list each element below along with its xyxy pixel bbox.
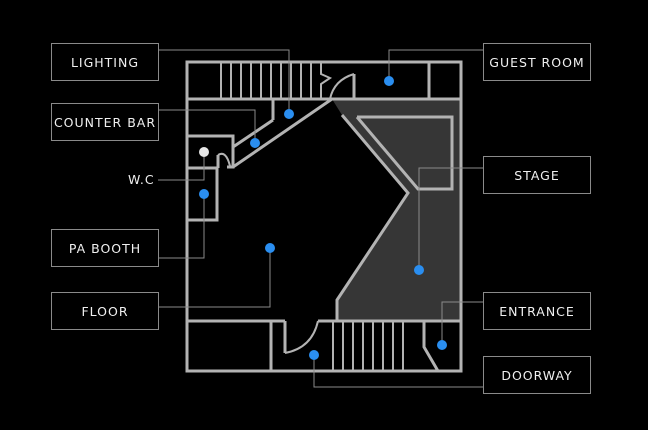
stairs-top bbox=[220, 62, 312, 99]
leader-lines bbox=[158, 49, 484, 388]
label-counter-bar[interactable]: COUNTER BAR bbox=[51, 103, 159, 141]
marker-entrance[interactable] bbox=[437, 340, 447, 350]
walls bbox=[185, 60, 463, 373]
marker-guest-room[interactable] bbox=[384, 76, 394, 86]
label-wc[interactable]: W.C bbox=[128, 172, 155, 187]
label-stage[interactable]: STAGE bbox=[483, 156, 591, 194]
marker-lighting[interactable] bbox=[284, 109, 294, 119]
label-guest-room[interactable]: GUEST ROOM bbox=[483, 43, 591, 81]
marker-counter-bar[interactable] bbox=[250, 138, 260, 148]
label-pa-booth[interactable]: PA BOOTH bbox=[51, 229, 159, 267]
stairs-bottom bbox=[332, 321, 404, 371]
stage-area bbox=[332, 99, 460, 321]
label-lighting[interactable]: LIGHTING bbox=[51, 43, 159, 81]
label-floor[interactable]: FLOOR bbox=[51, 292, 159, 330]
marker-pa-booth[interactable] bbox=[199, 189, 209, 199]
marker-floor[interactable] bbox=[265, 243, 275, 253]
label-entrance[interactable]: ENTRANCE bbox=[483, 292, 591, 330]
marker-doorway[interactable] bbox=[309, 350, 319, 360]
label-doorway[interactable]: DOORWAY bbox=[483, 356, 591, 394]
outer-wall bbox=[185, 60, 463, 373]
marker-wc[interactable] bbox=[199, 147, 209, 157]
marker-stage[interactable] bbox=[414, 265, 424, 275]
